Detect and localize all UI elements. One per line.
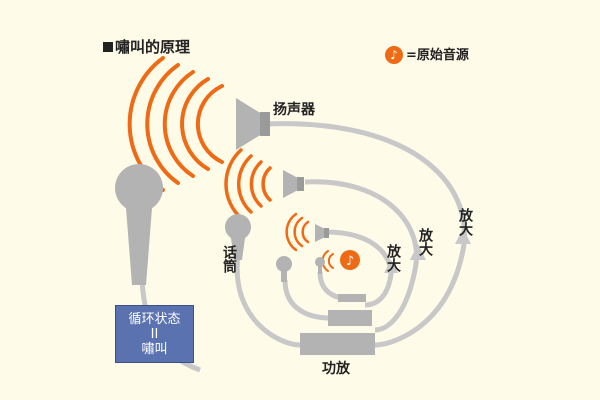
amplify-label-inner: 放大 [385,244,401,272]
original-source-icon: ♪ [340,250,360,270]
speaker-large [236,98,270,150]
mic-loop-large [234,254,301,348]
mic-loop-small [282,279,331,321]
amplifier-small [328,310,372,326]
arrow-outer [455,228,471,244]
amplifier-tiny [338,294,366,302]
microphone-label: 话筒 [221,245,237,273]
legend: ♪ =原始音源 [385,46,469,64]
microphone-medium [225,214,251,260]
microphone-large [115,164,163,285]
middle-loop [304,179,419,333]
sound-waves-small [285,212,310,252]
microphone-small [276,256,292,282]
state-line-2: II [150,326,159,342]
amplify-label-outer: 放大 [457,208,473,236]
state-line-3: 嘯叫 [141,341,168,357]
loop-state-box: 循环状态 II 嘯叫 [115,305,194,363]
speaker-label: 扬声器 [273,102,315,118]
speaker-middle [283,170,304,198]
inner-loop [324,229,394,308]
amplifier-stack [300,294,375,355]
legend-text: =原始音源 [406,47,469,63]
arrow-middle [410,244,426,260]
arrow-inner [384,260,398,273]
diagram-title: 嘯叫的原理 [103,40,190,55]
sound-waves-middle [224,148,272,220]
title-square-icon [103,42,113,52]
music-note-icon: ♪ [385,46,403,64]
microphone-tiny [315,257,325,274]
amplifier-label: 功放 [322,361,350,377]
state-line-1: 循环状态 [128,311,181,327]
amplify-label-middle: 放大 [417,228,433,256]
speaker-small [315,224,329,242]
amplifier-main [300,333,375,355]
svg-text:♪: ♪ [346,254,354,269]
